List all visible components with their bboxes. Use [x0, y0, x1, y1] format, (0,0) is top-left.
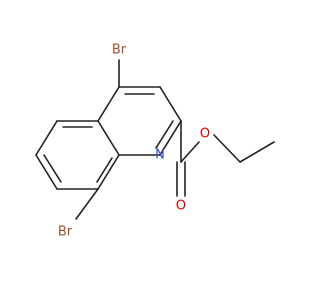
bond-c3-c2: [159, 86, 182, 122]
atom-o-carbonyl: O: [176, 199, 186, 214]
bond-c6-c7-double: [43, 154, 62, 183]
atom-o-ester: O: [200, 127, 210, 142]
bond-c8-c8a: [97, 154, 120, 190]
bond-c5-c6: [35, 120, 58, 156]
molecule-diagram: Br Br N O O: [35, 42, 275, 240]
atom-n1: N: [155, 148, 165, 163]
bond-c2-n1: [159, 120, 182, 156]
bond-c8a-c4a: [97, 120, 120, 156]
bond-c2-n1-double: [155, 120, 174, 149]
structure-svg: Br Br N O O: [35, 43, 275, 240]
bond-c8-br: [75, 188, 99, 220]
bond-oester-ch2: [213, 134, 241, 163]
atom-br-c8: Br: [58, 225, 73, 240]
bond-ccarbonyl-oester: [180, 141, 200, 163]
atom-br-c4: Br: [112, 43, 127, 58]
bond-c4a-c4: [97, 86, 120, 122]
bond-c6-c7: [35, 154, 58, 190]
bond-c8-c8a-double: [96, 157, 113, 183]
bond-ch2-ch3: [239, 141, 275, 163]
